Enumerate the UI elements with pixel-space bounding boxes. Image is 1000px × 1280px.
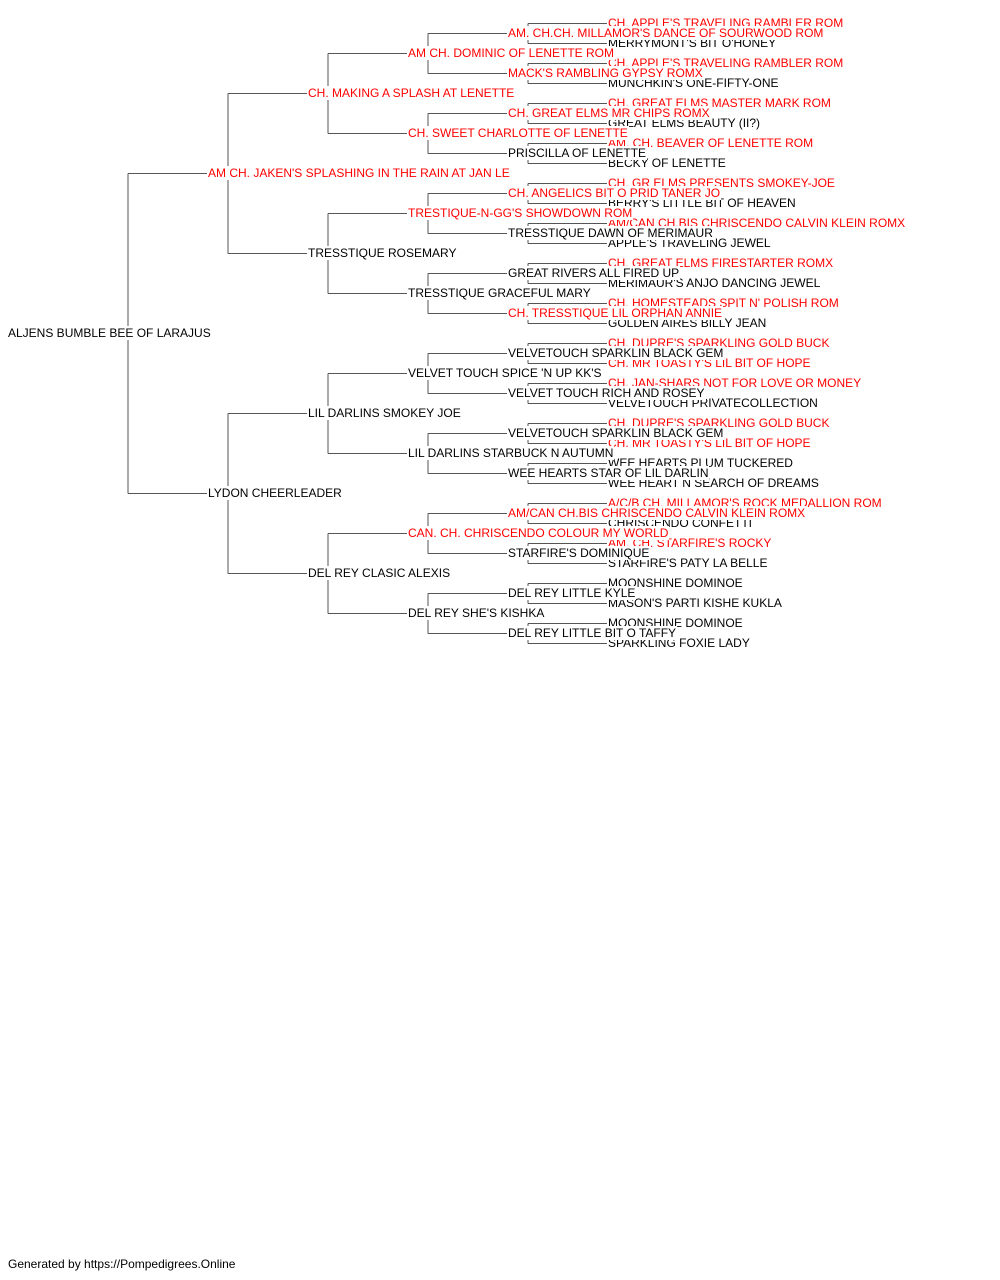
subject-dog-name: ALJENS BUMBLE BEE OF LARAJUS (7, 326, 212, 340)
ancestor-name: LIL DARLINS STARBUCK N AUTUMN (407, 446, 615, 460)
ancestor-name: AM CH. JAKEN'S SPLASHING IN THE RAIN AT … (207, 166, 511, 180)
ancestor-name: VELVETOUCH SPARKLIN BLACK GEM (507, 346, 725, 360)
ancestor-name: VELVETOUCH SPARKLIN BLACK GEM (507, 426, 725, 440)
ancestor-name: CH. SWEET CHARLOTTE OF LENETTE (407, 126, 629, 140)
ancestor-name: CH. GREAT ELMS MR CHIPS ROMX (507, 106, 711, 120)
ancestor-name: MOONSHINE DOMINOE (607, 576, 744, 590)
ancestor-name: STARFIRE'S DOMINIQUE (507, 546, 651, 560)
ancestor-name: GREAT RIVERS ALL FIRED UP (507, 266, 681, 280)
ancestor-name: DEL REY CLASIC ALEXIS (307, 566, 452, 580)
ancestor-name: VELVET TOUCH RICH AND ROSEY (507, 386, 706, 400)
ancestor-name: TRESTIQUE-N-GG'S SHOWDOWN ROM (407, 206, 634, 220)
ancestor-name: CH. TRESSTIQUE LIL ORPHAN ANNIE (507, 306, 724, 320)
ancestor-name: MACK'S RAMBLING GYPSY ROMX (507, 66, 704, 80)
ancestor-name: DEL REY LITTLE BIT O TAFFY (507, 626, 678, 640)
ancestor-name: DEL REY SHE'S KISHKA (407, 606, 546, 620)
ancestor-name: CH. ANGELICS BIT O PRID TANER JO (507, 186, 722, 200)
ancestor-name: AM. CH.CH. MILLAMOR'S DANCE OF SOURWOOD … (507, 26, 825, 40)
ancestor-name: CAN. CH. CHRISCENDO COLOUR MY WORLD (407, 526, 670, 540)
footer-credit: Generated by https://Pompedigrees.Online (8, 1257, 236, 1271)
ancestor-name: PRISCILLA OF LENETTE (507, 146, 648, 160)
ancestor-name: VELVET TOUCH SPICE 'N UP KK'S (407, 366, 603, 380)
ancestor-name: AM/CAN CH.BIS CHRISCENDO CALVIN KLEIN RO… (507, 506, 807, 520)
ancestor-name: AM CH. DOMINIC OF LENETTE ROM (407, 46, 616, 60)
ancestor-name: LYDON CHEERLEADER (207, 486, 343, 500)
ancestor-name: TRESSTIQUE ROSEMARY (307, 246, 458, 260)
ancestor-name: CH. MAKING A SPLASH AT LENETTE (307, 86, 516, 100)
ancestor-name: AM. CH. BEAVER OF LENETTE ROM (607, 136, 815, 150)
ancestor-name: MASON'S PARTI KISHE KUKLA (607, 596, 783, 610)
ancestor-name: TRESSTIQUE DAWN OF MERIMAUR (507, 226, 714, 240)
ancestor-name: TRESSTIQUE GRACEFUL MARY (407, 286, 592, 300)
ancestor-name: LIL DARLINS SMOKEY JOE (307, 406, 462, 420)
ancestor-name: DEL REY LITTLE KYLE (507, 586, 637, 600)
ancestor-name: WEE HEARTS STAR OF LIL DARLIN (507, 466, 710, 480)
